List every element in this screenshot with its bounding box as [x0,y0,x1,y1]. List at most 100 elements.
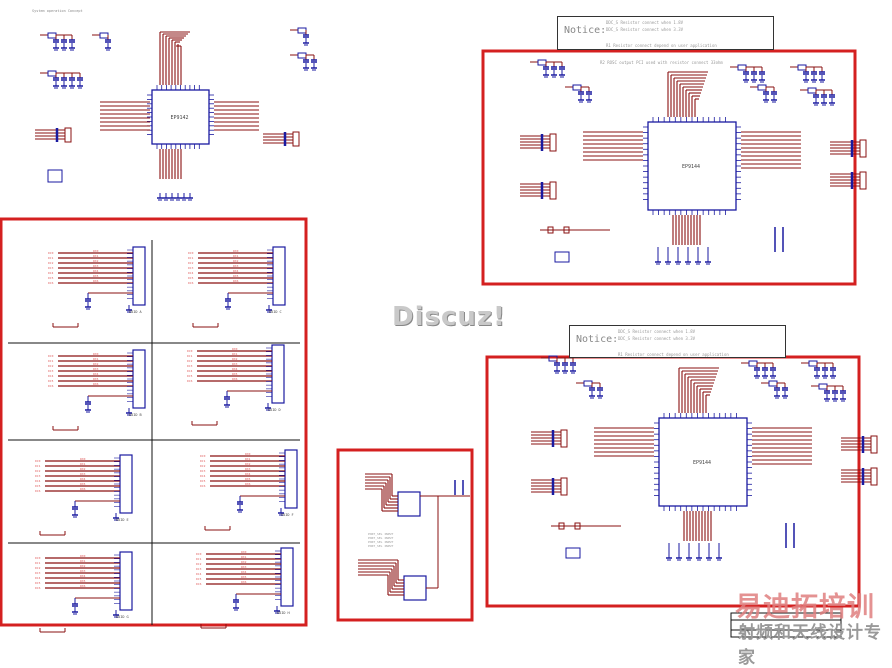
net-label: RX5 [241,575,247,579]
net-label: DC0 [196,552,202,556]
net-label: RX6 [233,279,239,283]
chip-label: EP9144 [693,460,711,466]
port-connector [272,246,286,306]
net-label: DC3 [200,469,206,473]
title-block [730,612,842,638]
net-label: RX1 [245,457,251,461]
notice-extra: R2 ROSC output PCI used with resistor co… [600,60,850,68]
net-label: RX4 [233,269,239,273]
notice-box-top: Notice: DDC_S Resistor connect when 1.8V… [557,16,774,50]
net-label: DC2 [35,566,41,570]
net-label: DC2 [187,359,193,363]
truth-table: PORT_SEL INPUT [368,544,393,548]
forum-watermark: Discuz! [392,302,506,332]
net-label: DC6 [48,281,54,285]
net-label: RX0 [233,249,239,253]
ic-chip [658,417,748,507]
net-label: RX6 [80,487,86,491]
net-label: RX5 [93,274,99,278]
net-label: RX5 [233,274,239,278]
header-connector [560,477,568,496]
resistor-icon [563,226,570,234]
port-label: EDID A [129,310,143,314]
net-label: DC5 [35,581,41,585]
net-label: DC2 [200,464,206,468]
net-label: DC4 [188,271,194,275]
net-label: RX5 [245,477,251,481]
net-label: DC3 [35,571,41,575]
net-label: RX3 [93,367,99,371]
resistor-icon [574,522,581,530]
port-connector [280,547,294,607]
brand-watermark: 易迪拓培训 [735,592,875,623]
net-label: RX0 [93,352,99,356]
net-label: DC3 [196,567,202,571]
net-label: DC1 [35,464,41,468]
net-label: RX0 [93,249,99,253]
net-label: DC0 [200,454,206,458]
regulator-icon [47,70,57,77]
notice-label: Notice: [564,25,607,36]
net-label: RX2 [93,259,99,263]
net-label: RX4 [241,570,247,574]
net-label: RX1 [232,352,238,356]
net-label: RX3 [241,565,247,569]
port-label: EDID B [129,413,142,417]
notice-line: DDC_S Resistor connect when 1.8V [618,329,696,334]
net-label: DC4 [48,271,54,275]
net-label: DC1 [35,561,41,565]
net-label: RX5 [232,372,238,376]
header-connector [859,139,867,158]
port-label: EDID D [268,408,281,412]
net-label: RX1 [93,254,99,258]
net-label: RX4 [80,477,86,481]
net-label: RX0 [232,347,238,351]
notice-line: R1 Resistor connect depend on user appli… [606,43,717,48]
net-label: RX1 [93,357,99,361]
net-label: DC5 [48,276,54,280]
net-label: DC3 [187,364,193,368]
net-label: RX0 [80,554,86,558]
notice-line: R2 ROSC output PCI used with resistor co… [600,60,723,65]
net-label: DC3 [35,474,41,478]
eeprom-chip [565,547,581,559]
chip-label: EP9144 [682,164,700,170]
net-label: DC0 [48,251,54,255]
regulator-icon [572,84,582,91]
net-label: RX6 [80,584,86,588]
net-label: RX4 [232,367,238,371]
port-label: EDID H [277,611,290,615]
notice-line: DDC_S Resistor connect when 1.8V [606,20,684,25]
net-label: RX6 [93,382,99,386]
net-label: DC6 [35,489,41,493]
net-label: DC1 [48,256,54,260]
notice-line: DDC_S Resistor connect when 3.3V [618,336,696,341]
net-label: DC2 [196,562,202,566]
net-label: DC6 [200,484,206,488]
net-label: DC2 [188,261,194,265]
port-label: EDID E [116,518,129,522]
net-label: RX3 [233,264,239,268]
net-label: RX4 [93,269,99,273]
net-label: DC3 [48,369,54,373]
net-label: RX3 [232,362,238,366]
regulator-icon [297,52,307,59]
net-label: DC5 [35,484,41,488]
net-label: RX3 [245,467,251,471]
ic-chip [647,121,737,211]
net-label: DC1 [188,256,194,260]
port-connector [284,449,298,509]
net-label: DC1 [48,359,54,363]
net-label: DC6 [188,281,194,285]
net-label: RX0 [245,452,251,456]
net-label: DC2 [48,364,54,368]
net-label: DC1 [200,459,206,463]
net-label: RX4 [93,372,99,376]
notice-box-bottom: Notice: DDC_S Resistor connect when 1.8V… [569,325,786,358]
resistor-icon [547,226,554,234]
port-connector [132,349,146,409]
net-label: RX4 [80,574,86,578]
regulator-icon [99,32,109,39]
net-label: RX2 [80,467,86,471]
truth-table: PORT_SEL INPUT [368,540,393,544]
